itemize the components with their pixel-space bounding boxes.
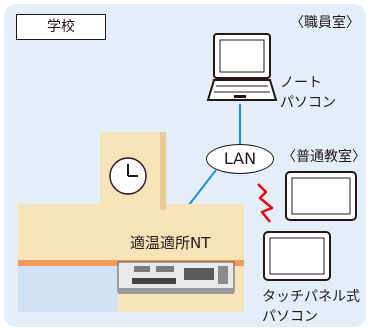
tablet-icon	[263, 231, 331, 281]
laptop-label-line2: パソコン	[280, 95, 336, 111]
lan-label: LAN	[206, 144, 274, 174]
classroom-label: 〈普通教室〉	[282, 149, 366, 165]
wireless-signal-icon	[257, 183, 274, 223]
tablet-wireless-icon	[285, 171, 357, 221]
tablet-label-line2: パソコン	[262, 309, 318, 325]
school-label: 学校	[16, 14, 106, 40]
controller-device	[117, 261, 235, 294]
controller-label: 適温適所NT	[130, 234, 211, 252]
clock-icon	[109, 157, 147, 195]
tablet-label-line1: タッチパネル式	[262, 289, 360, 305]
staff-room-label: 〈職員室〉	[290, 15, 360, 31]
laptop-label-line1: ノート	[280, 75, 322, 91]
laptop-icon	[206, 33, 278, 101]
